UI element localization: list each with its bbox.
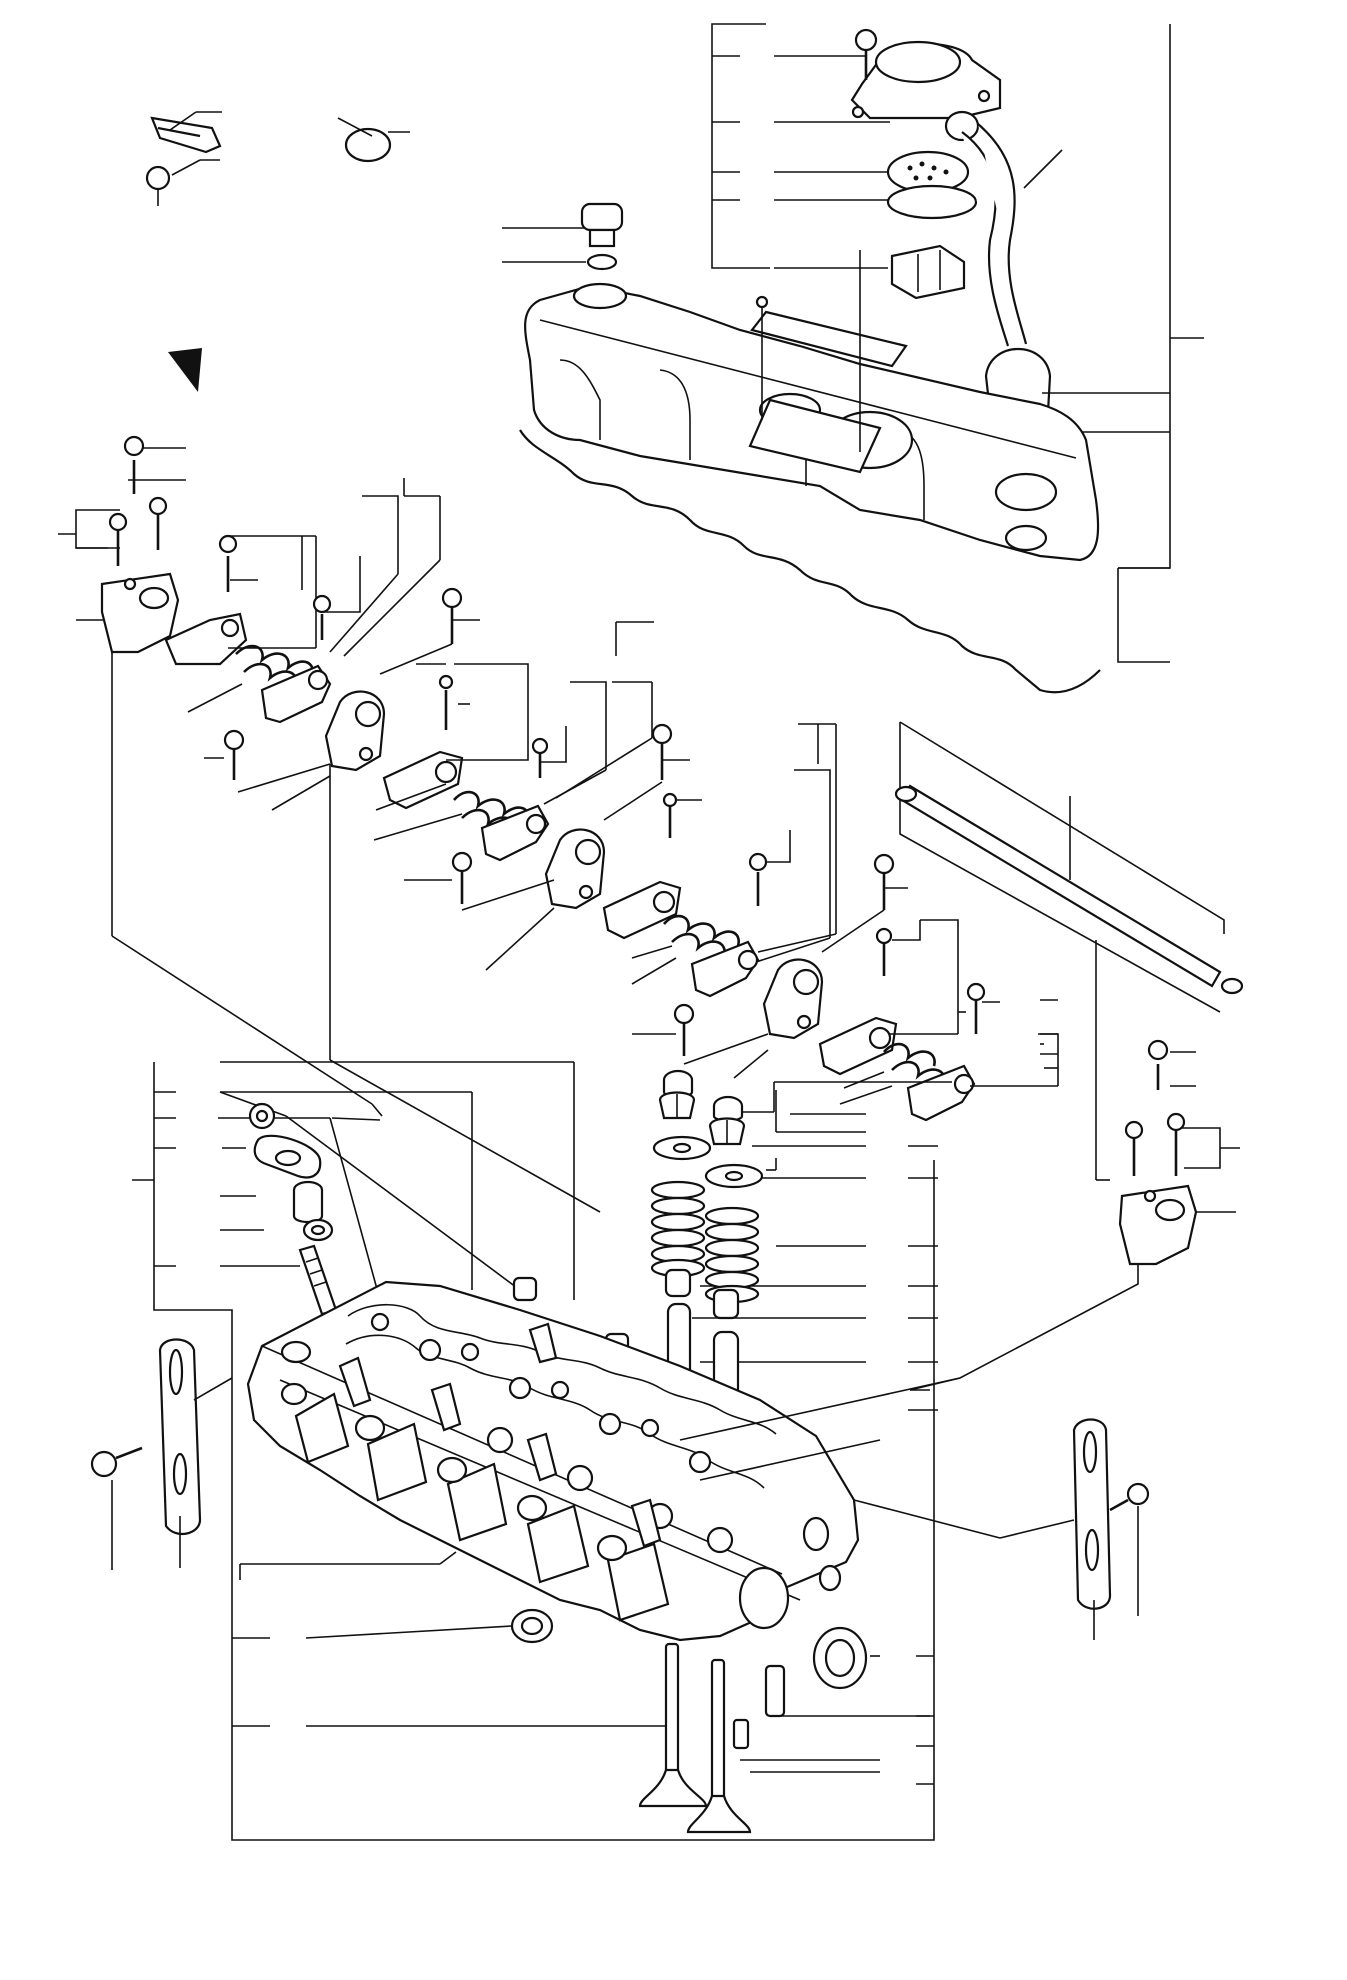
left-bracket-lines [132, 1061, 935, 1841]
breather-oring [886, 184, 978, 220]
valve-stem-seal-2 [712, 1288, 740, 1320]
head-pin-2 [732, 1718, 750, 1750]
valve-spring-2 [704, 1206, 760, 1304]
cover-gasket-plate [748, 250, 908, 474]
rocker-adjust-1 [312, 478, 441, 657]
valve-leader-lines [232, 1551, 934, 1785]
intake-valve [638, 1642, 708, 1808]
breather-filter [886, 150, 970, 194]
manifold-flange [253, 1134, 322, 1179]
breather-element [890, 244, 966, 300]
valve-cotter-2 [708, 1117, 746, 1146]
lifting-eye-bolt-left [90, 1446, 143, 1570]
head-pin [764, 1664, 930, 1718]
rocker-shaft [894, 721, 1244, 1181]
bracket-lines-top [711, 23, 1204, 663]
valve-stem-seal-1 [664, 1268, 692, 1298]
rocker-left-group [58, 435, 373, 1105]
rocker-group-4 [632, 853, 908, 1079]
exhaust-valve [686, 1658, 752, 1834]
valve-retainer-2 [704, 1163, 764, 1189]
breather-bolt [854, 28, 878, 80]
oil-plug [502, 202, 624, 271]
breather-hose [961, 123, 1063, 347]
valve-cap-2 [712, 1095, 744, 1122]
clip-bolt [145, 159, 220, 206]
cylinder-head [246, 1280, 860, 1642]
lifting-eye-left [158, 1338, 233, 1568]
head-seal-ring-2 [812, 1626, 868, 1690]
clip-bracket [150, 111, 222, 154]
rocker-adjust-2 [416, 621, 654, 805]
connector-lines [239, 1103, 961, 1580]
rocker-arm-3 [602, 723, 837, 998]
wire-ring [337, 117, 410, 163]
rocker-right-group [909, 1039, 1240, 1391]
stud-nut [248, 1102, 276, 1130]
washer-ring [302, 1218, 334, 1242]
valve-spring-1 [650, 1180, 706, 1278]
rocker-group-3 [404, 723, 702, 971]
stud-bolt [298, 1244, 338, 1316]
lifting-eye-bolt-right [1109, 1482, 1150, 1616]
rocker-arm-4 [818, 919, 1059, 1122]
valve-retainer-1 [652, 1135, 712, 1161]
plug-1 [512, 1276, 538, 1302]
rocker-arm-1 [218, 534, 332, 724]
lifting-eye-right [853, 1418, 1112, 1640]
spacer-sleeve [292, 1180, 324, 1224]
rocker-group-2 [204, 587, 601, 1213]
breather-housing [850, 40, 1002, 142]
valve-cotter-1 [658, 1091, 696, 1120]
head-seal-ring-1 [510, 1608, 554, 1644]
direction-arrow-icon [168, 348, 202, 392]
rocker-arm-2 [373, 750, 550, 862]
